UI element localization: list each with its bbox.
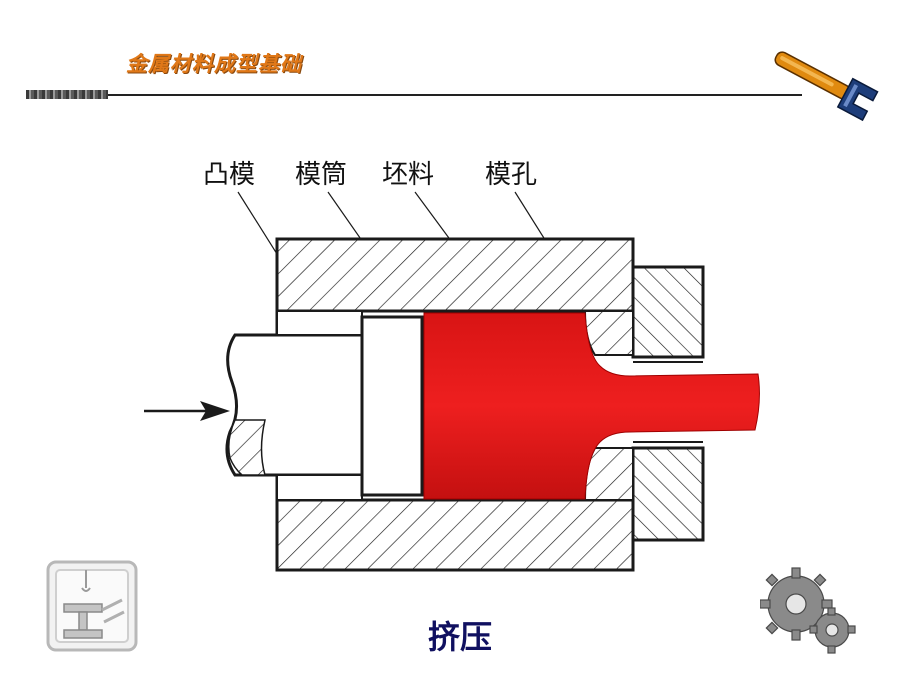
extrusion-diagram: 凸模 模筒 坯料 模孔 [144, 160, 760, 572]
die-upper [631, 265, 705, 359]
die-entrance-upper [583, 310, 634, 356]
diagram-caption: 挤压 [427, 618, 492, 656]
label-die-hole: 模孔 [485, 160, 537, 190]
container-bottom-wall [275, 498, 635, 572]
header-divider [108, 94, 802, 96]
label-billet: 坯料 [382, 160, 434, 190]
billet [423, 312, 760, 500]
wrench-icon [774, 51, 879, 122]
label-container: 模筒 [295, 160, 347, 190]
header-decor-bar [26, 90, 108, 99]
label-punch: 凸模 [203, 160, 255, 190]
punch-head [360, 315, 424, 497]
die-lower [631, 446, 705, 542]
steel-beam-logo [46, 560, 138, 652]
course-title: 金属材料成型基础 [126, 52, 302, 76]
punch-rod-break-hatch [228, 419, 266, 476]
container-top-wall [275, 237, 635, 313]
force-arrow-head [200, 401, 230, 421]
gears-icon [760, 567, 856, 654]
